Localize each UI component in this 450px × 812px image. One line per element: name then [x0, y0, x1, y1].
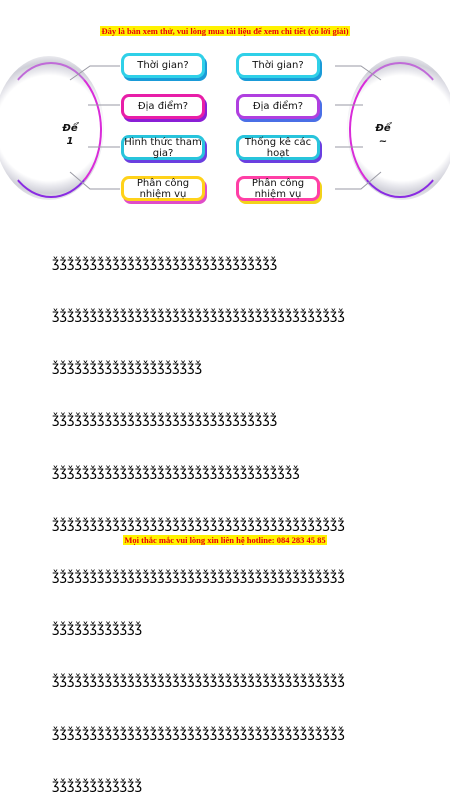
activity-diagram: Để 1 Để ~ Thời gian? Địa điểm? Hình thức… [0, 52, 450, 204]
right-ring-decoration [349, 62, 450, 198]
left-item-assignment: Phân công nhiệm vụ [121, 176, 205, 201]
left-item-time: Thời gian? [121, 53, 205, 78]
body-line: ǯǯǯǯǯǯǯǯǯǯǯǯ [52, 777, 143, 793]
body-line: ǯǯǯǯǯǯǯǯǯǯǯǯǯǯǯǯǯǯǯǯ [52, 360, 203, 376]
body-line: ǯǯǯǯǯǯǯǯǯǯǯǯ [52, 621, 143, 637]
left-ring-decoration [0, 62, 102, 198]
right-item-assignment: Phân công nhiệm vụ [236, 176, 320, 201]
right-item-statistics: Thống kê các hoạt [236, 135, 320, 160]
hotline-banner: Mọi thắc mắc vui lòng xin liên hệ hotlin… [0, 535, 450, 545]
body-line: ǯǯǯǯǯǯǯǯǯǯǯǯǯǯǯǯǯǯǯǯǯǯǯǯǯǯǯǯǯǯǯǯǯ [52, 464, 300, 480]
left-item-participation: Hình thức tham gia? [121, 135, 205, 160]
right-item-place: Địa điểm? [236, 94, 320, 119]
right-item-time: Thời gian? [236, 53, 320, 78]
preview-notice-banner: Đây là bản xem thử, vui lòng mua tài liệ… [0, 26, 450, 36]
garbled-body-text: ǯǯǯǯǯǯǯǯǯǯǯǯǯǯǯǯǯǯǯǯǯǯǯǯǯǯǯǯǯǯ ǯǯǯǯǯǯǯǯǯ… [52, 220, 408, 812]
body-line: ǯǯǯǯǯǯǯǯǯǯǯǯǯǯǯǯǯǯǯǯǯǯǯǯǯǯǯǯǯǯǯǯǯǯǯǯǯǯǯ [52, 725, 345, 741]
connector-lines [69, 65, 382, 190]
body-line: ǯǯǯǯǯǯǯǯǯǯǯǯǯǯǯǯǯǯǯǯǯǯǯǯǯǯǯǯǯǯǯǯǯǯǯǯǯǯǯ [52, 569, 345, 585]
hotline-text: Mọi thắc mắc vui lòng xin liên hệ hotlin… [123, 535, 327, 545]
body-line: ǯǯǯǯǯǯǯǯǯǯǯǯǯǯǯǯǯǯǯǯǯǯǯǯǯǯǯǯǯǯ [52, 255, 278, 271]
stage-label-right: Để ~ [375, 123, 391, 147]
body-line: ǯǯǯǯǯǯǯǯǯǯǯǯǯǯǯǯǯǯǯǯǯǯǯǯǯǯǯǯǯǯ [52, 412, 278, 428]
body-line: ǯǯǯǯǯǯǯǯǯǯǯǯǯǯǯǯǯǯǯǯǯǯǯǯǯǯǯǯǯǯǯǯǯǯǯǯǯǯǯ [52, 308, 345, 324]
stage-label-left: Để 1 [62, 123, 78, 147]
left-item-place: Địa điểm? [121, 94, 205, 119]
preview-notice-text: Đây là bản xem thử, vui lòng mua tài liệ… [100, 26, 350, 36]
body-line: ǯǯǯǯǯǯǯǯǯǯǯǯǯǯǯǯǯǯǯǯǯǯǯǯǯǯǯǯǯǯǯǯǯǯǯǯǯǯǯ [52, 516, 345, 532]
body-line: ǯǯǯǯǯǯǯǯǯǯǯǯǯǯǯǯǯǯǯǯǯǯǯǯǯǯǯǯǯǯǯǯǯǯǯǯǯǯǯ [52, 673, 345, 689]
